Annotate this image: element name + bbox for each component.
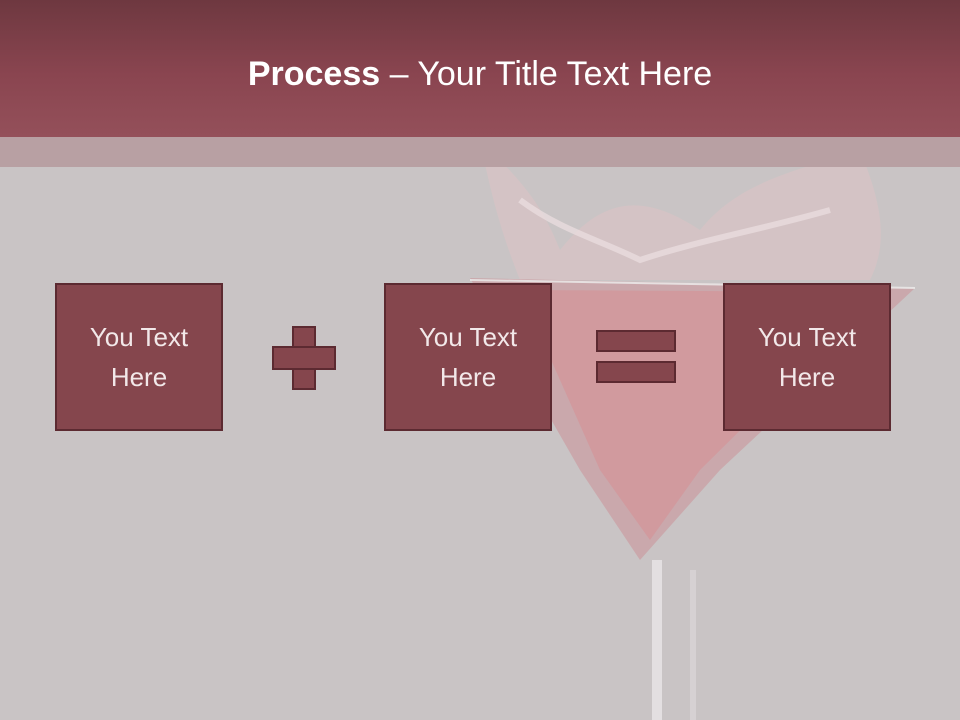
plus-icon	[272, 326, 336, 390]
process-box-1[interactable]: You Text Here	[55, 283, 223, 431]
process-box-1-label: You Text Here	[89, 322, 189, 392]
equals-icon	[596, 330, 676, 384]
title-bar	[0, 0, 960, 137]
slide-title-rest: – Your Title Text Here	[380, 55, 713, 93]
process-box-2-label: You Text Here	[418, 322, 518, 392]
slide-title-bold: Process	[247, 55, 381, 93]
title-bar-band	[0, 137, 960, 167]
slide-title[interactable]: Process – Your Title Text Here	[0, 52, 960, 96]
process-box-3-label: You Text Here	[757, 322, 857, 392]
process-box-2[interactable]: You Text Here	[384, 283, 552, 431]
process-box-3[interactable]: You Text Here	[723, 283, 891, 431]
